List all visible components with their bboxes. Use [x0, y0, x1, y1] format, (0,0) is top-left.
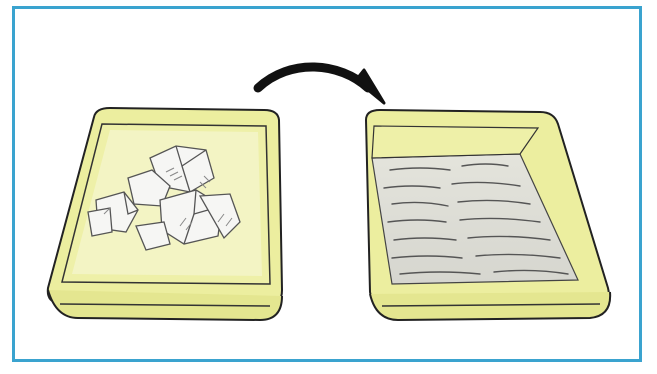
- water: [383, 163, 569, 275]
- right-tray: [364, 108, 612, 322]
- curved-arrow-icon: [253, 62, 386, 105]
- ice-cubes: [87, 145, 241, 251]
- left-tray: [46, 106, 284, 322]
